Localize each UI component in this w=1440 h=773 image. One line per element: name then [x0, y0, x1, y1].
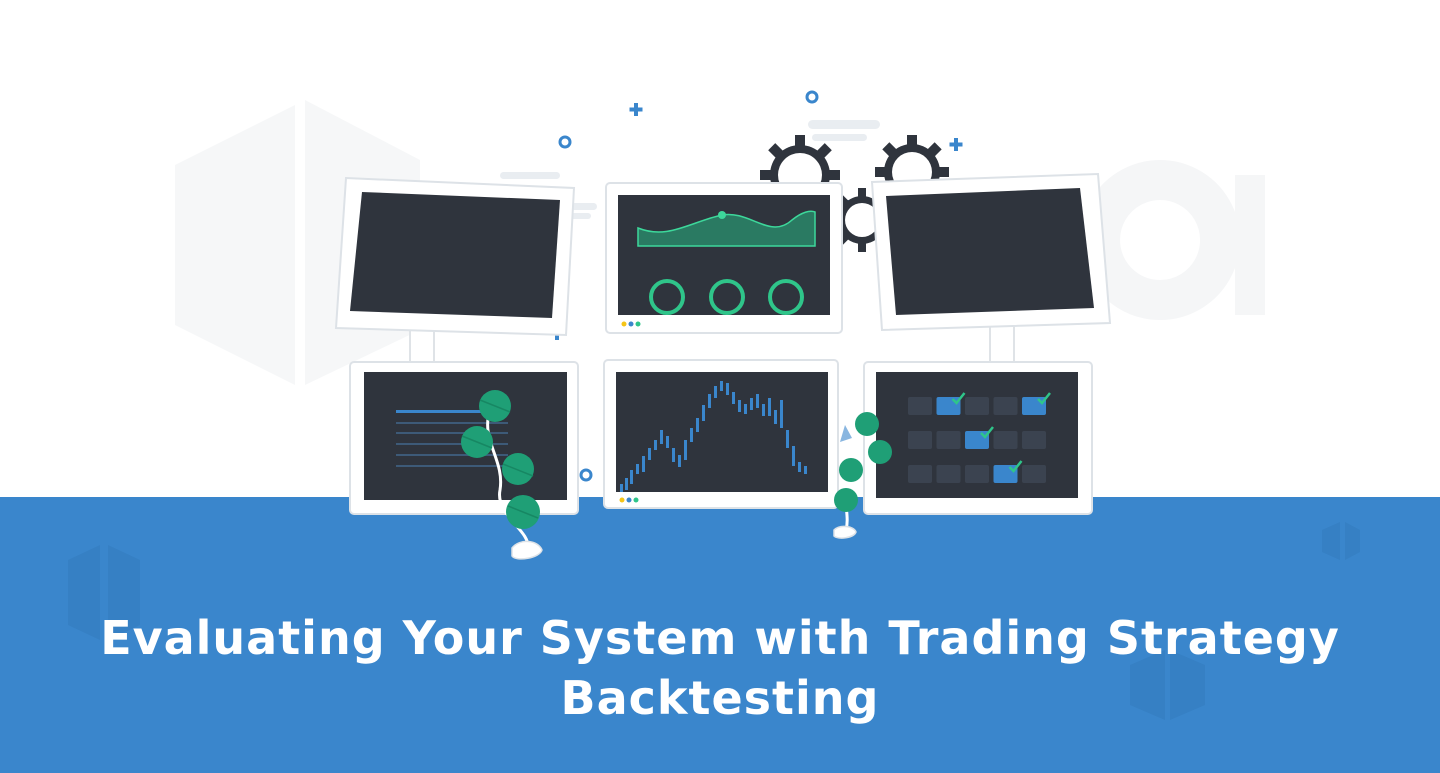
- monitor-top-left: [334, 176, 576, 337]
- monitor-top-center: [605, 182, 843, 334]
- check-icon: [980, 426, 994, 439]
- monitor-top-right: [870, 172, 1112, 332]
- calendar-cell-checked: [993, 465, 1018, 483]
- calendar-cell: [1022, 465, 1046, 483]
- calendar-cell-checked: [965, 431, 989, 449]
- calendar-cell: [908, 465, 932, 483]
- progress-ring-icon: [649, 279, 685, 315]
- monitor-stand: [989, 319, 1015, 369]
- calendar-cell: [936, 465, 961, 483]
- circle-icon: [558, 135, 572, 149]
- calendar-cell: [965, 397, 989, 415]
- plant-icon: [461, 390, 543, 560]
- title-line-1: Evaluating Your System with Trading Stra…: [100, 611, 1340, 665]
- check-icon: [1037, 392, 1051, 405]
- progress-ring-icon: [709, 279, 745, 315]
- blue-band: [0, 497, 1440, 773]
- calendar-cell: [993, 397, 1018, 415]
- page-title: Evaluating Your System with Trading Stra…: [0, 608, 1440, 728]
- calendar-cell: [993, 431, 1018, 449]
- band-watermark: [68, 522, 1360, 720]
- calendar-cell: [1022, 431, 1046, 449]
- candlestick-chart-icon: [620, 381, 807, 492]
- calendar-cell: [965, 465, 989, 483]
- calendar-cell-checked: [1022, 397, 1046, 415]
- plant-icon: [833, 412, 892, 539]
- monitor-bottom-right: [863, 361, 1093, 515]
- title-line-2: Backtesting: [560, 671, 880, 725]
- plus-icon: [629, 103, 643, 116]
- progress-ring-icon: [768, 279, 804, 315]
- circle-icon: [805, 90, 819, 104]
- monitor-bottom-center: [603, 359, 839, 509]
- calendar-cell: [908, 431, 932, 449]
- calendar-cell: [908, 397, 932, 415]
- check-icon: [1008, 460, 1023, 473]
- plus-icon: [949, 138, 963, 151]
- check-icon: [951, 392, 966, 405]
- calendar-cell-checked: [936, 397, 961, 415]
- calendar-cell: [936, 431, 961, 449]
- area-chart-icon: [637, 210, 816, 247]
- checkbox-grid-icon: [908, 392, 1051, 483]
- circle-icon: [579, 468, 593, 482]
